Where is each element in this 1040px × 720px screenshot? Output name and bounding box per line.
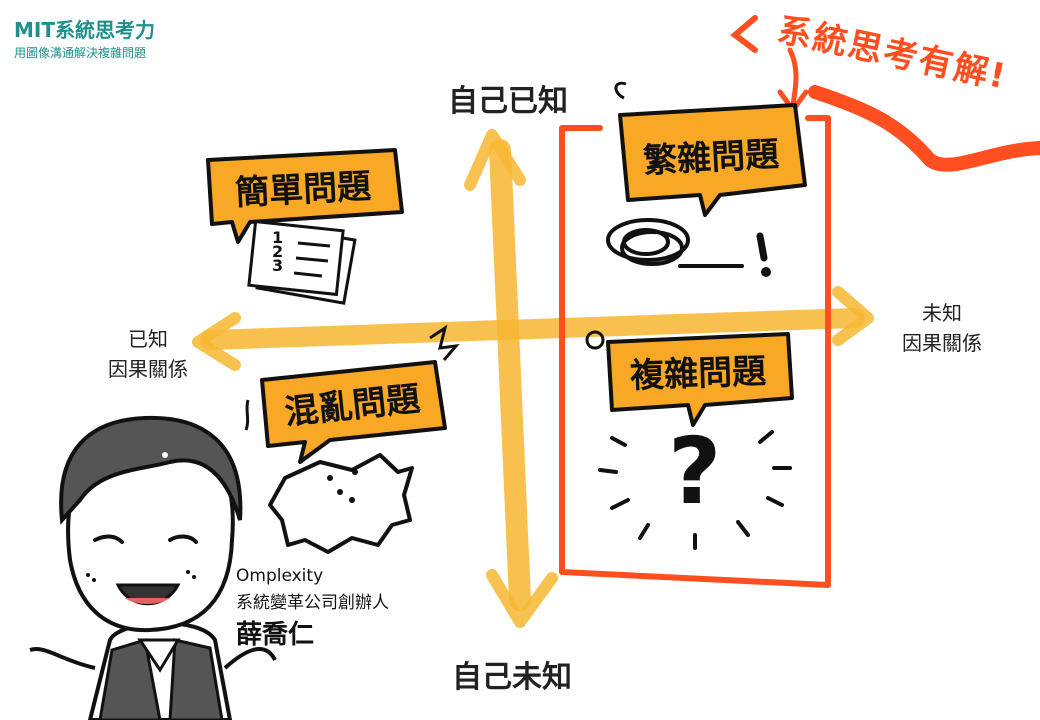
axis-top-label: 自己已知 (448, 84, 568, 119)
list-number-1: 1 (272, 228, 284, 247)
presenter-org: Omplexity (236, 566, 324, 586)
chaotic-problem-bubble (244, 324, 460, 464)
axis-left-label: 已知 因果關係 (88, 324, 208, 384)
presenter-illustration (29, 415, 277, 720)
horizontal-axis (192, 286, 874, 371)
numbered-list: 1 2 3 (272, 228, 284, 275)
axis-right-line2: 因果關係 (902, 331, 982, 355)
complex-problem-bubble (585, 330, 794, 427)
complex-problem-label: 複雜問題 (629, 351, 767, 397)
question-mark: ? (668, 418, 722, 525)
burst-icon (268, 453, 414, 554)
simple-problem-bubble (206, 148, 404, 244)
highlight-frame (559, 115, 831, 588)
papers-icon (247, 219, 357, 305)
axis-right-line1: 未知 (922, 301, 962, 325)
complicated-problem-label: 繁雜問題 (642, 134, 781, 182)
presenter-name: 薛喬仁 (236, 620, 315, 650)
vertical-axis (464, 129, 558, 628)
list-number-3: 3 (272, 256, 284, 275)
axis-left-line1: 已知 (128, 327, 168, 351)
brand-title: MIT系統思考力 (14, 18, 155, 42)
presenter-title: 系統變革公司創辦人 (236, 593, 389, 613)
scribble-icon (606, 218, 771, 277)
brand-subtitle: 用圖像溝通解決複雜問題 (14, 46, 147, 60)
list-number-2: 2 (272, 242, 284, 261)
simple-problem-label: 簡單問題 (234, 166, 373, 214)
axis-left-line2: 因果關係 (108, 357, 188, 381)
complicated-problem-bubble (614, 81, 807, 217)
axis-right-label: 未知 因果關係 (872, 298, 1012, 358)
question-rays-icon (598, 430, 792, 550)
axis-bottom-label: 自己未知 (452, 660, 572, 695)
